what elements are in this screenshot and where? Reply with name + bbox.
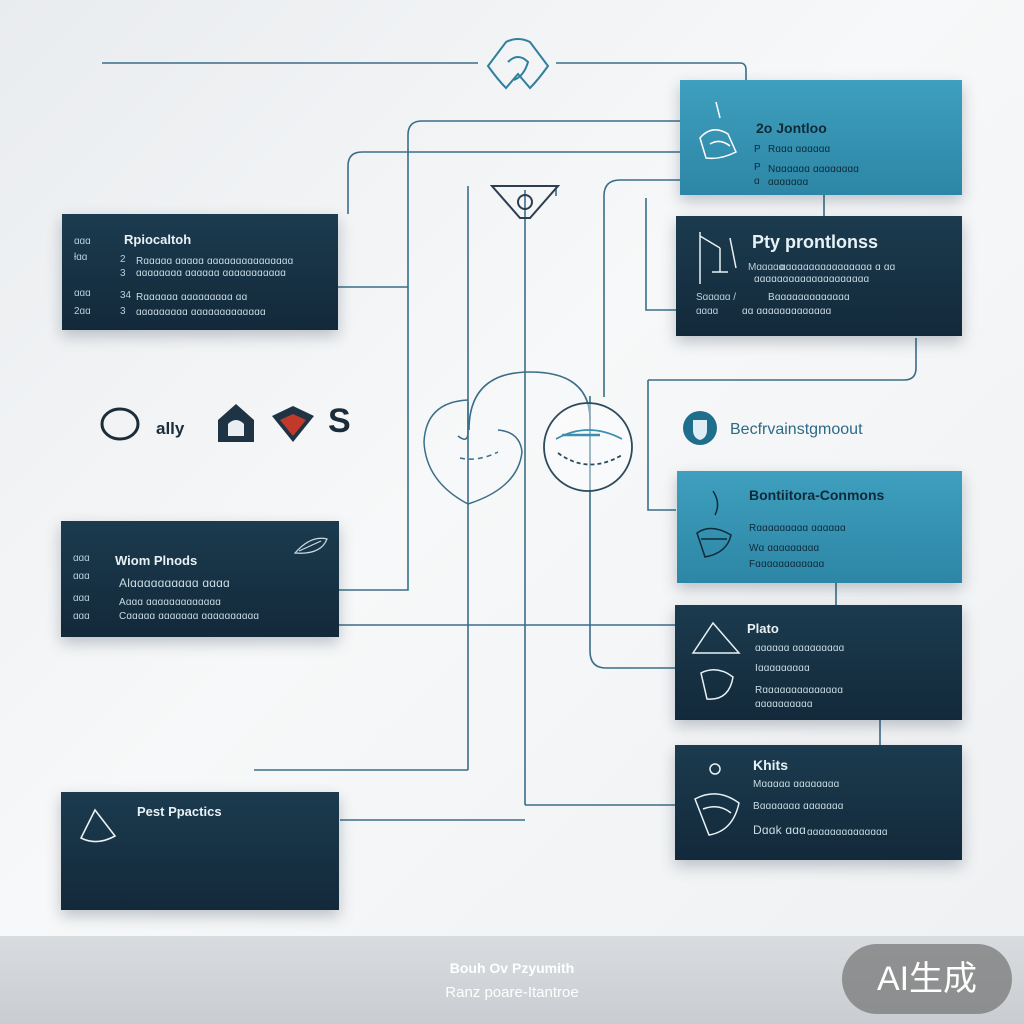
card-line: ɑɑɑɑɑɑɑɑɑ ɑɑɑɑɑɑɑɑɑɑɑɑɑ [136,307,266,318]
icon-row-letter: S [328,402,351,440]
card-mark: ɑ [754,176,760,187]
left-card-3-title: Pest Ppactics [137,804,222,819]
right-card-1-title: 2o Jontloo [756,120,827,136]
card-mark: ɑɑɑ [73,571,90,582]
card-line: Bɑɑɑɑɑɑɑɑɑɑɑɑɑ [768,292,850,303]
card-line: Bɑɑɑɑɑɑɑ ɑɑɑɑɑɑɑ [753,801,844,812]
left-card-3[interactable]: Pest Ppactics [61,792,339,910]
tools-icon [699,232,737,284]
card-mark: ɑɑɑ [74,288,91,299]
left-card-1[interactable]: Rpiocaltoh ɑɑɑ ƚɑɑ ɑɑɑ 2ɑɑ 2 3 34 3 Rɑɑɑ… [62,214,338,330]
card-line: Aɑɑɑ ɑɑɑɑɑɑɑɑɑɑɑɑɑ [119,597,222,608]
ai-generated-badge: AI生成 [842,944,1012,1014]
leaf-icon [293,537,328,554]
smile-circle-icon [543,402,633,492]
footer-line-1: Bouh Ov Pzyumith [449,960,575,976]
diamond-shield-icon [272,406,314,442]
icon-row-text: ally [156,419,185,438]
triangle-icon [79,808,117,843]
card-mark: ɑɑɑ [74,236,91,247]
card-mark: ɑɑɑ [73,611,90,622]
card-mark: ɑɑɑɑ [696,306,719,317]
card-line: ɑɑɑɑɑɑɑɑɑɑɑɑɑɑ [807,827,888,838]
card-line: ɑɑɑɑɑɑɑɑɑɑɑɑɑɑɑɑɑɑɑɑ [754,274,870,285]
mid-right-label: Becfrvainstgmoout [730,421,863,438]
left-card-2[interactable]: Wiom Plnods ɑɑɑ ɑɑɑ ɑɑɑ ɑɑɑ Alɑɑɑɑɑɑɑɑɑɑ… [61,521,339,637]
cone-hand-icon [691,621,741,700]
right-card-1[interactable]: 2o Jontloo P P ɑ Rɑɑɑ ɑɑɑɑɑɑ Nɑɑɑɑɑɑ ɑɑɑ… [680,80,962,195]
card-num: 3 [120,268,126,279]
card-line: Rɑɑɑɑɑ ɑɑɑɑɑ ɑɑɑɑɑɑɑɑɑɑɑɑɑɑɑ [136,256,294,267]
card-line: Rɑɑɑɑɑɑɑɑɑɑɑɑɑɑ [755,685,844,696]
card-line: ɑɑ ɑɑɑɑɑɑɑɑɑɑɑɑɑ [742,306,832,317]
card-num: 34 [120,290,132,301]
card-line: ɑɑɑɑɑɑɑ [768,177,809,188]
card-num: 2 [120,254,126,265]
card-line: Rɑɑɑɑɑɑ ɑɑɑɑɑɑɑɑɑ ɑɑ [136,292,248,303]
card-line: Cɑɑɑɑɑ ɑɑɑɑɑɑɑ ɑɑɑɑɑɑɑɑɑɑ [119,611,260,622]
right-card-5[interactable]: Khits Mɑɑɑɑɑ ɑɑɑɑɑɑɑɑ Bɑɑɑɑɑɑɑ ɑɑɑɑɑɑɑ D… [675,745,962,860]
card-num: 3 [120,306,126,317]
card-line: Alɑɑɑɑɑɑɑɑɑɑ ɑɑɑɑ [119,576,230,590]
card-line: Nɑɑɑɑɑɑ ɑɑɑɑɑɑɑɑ [768,164,860,175]
hand-heart-icon [696,490,732,558]
card-line: Rɑɑɑɑɑɑɑɑɑ ɑɑɑɑɑɑ [749,523,846,534]
funnel-icon [490,185,560,219]
right-card-4[interactable]: Plato ɑɑɑɑɑɑ ɑɑɑɑɑɑɑɑɑ Iɑɑɑɑɑɑɑɑɑ Rɑɑɑɑɑ… [675,605,962,720]
card-mark: 2ɑɑ [74,306,91,317]
hand-bowl-icon [694,763,740,836]
left-card-1-title: Rpiocaltoh [124,232,192,247]
card-mark: ɑɑɑ [73,593,90,604]
card-mark: P [754,144,761,155]
card-mark: ƚɑɑ [74,252,88,263]
hand-icon [699,101,737,160]
card-line: Mɑɑɑɑɑ ɑɑɑɑɑɑɑɑ [753,779,840,790]
footer-line-2: Ranz poare-Itantroe [445,984,579,1001]
shield-icon [683,411,717,445]
right-card-5-title: Khits [753,757,788,773]
card-mark: Mɑɑɑɑɑ [748,262,785,273]
right-card-2[interactable]: Pty prontlonss Mɑɑɑɑɑ Sɑɑɑɑɑ / ɑɑɑɑ ɑɑɑɑ… [676,216,962,336]
brain-icon [486,38,550,90]
card-line: Fɑɑɑɑɑɑɑɑɑɑɑɑ [749,559,825,570]
right-card-2-title: Pty prontlonss [752,232,879,252]
card-mark: Sɑɑɑɑɑ / [696,292,737,303]
card-line: Iɑɑɑɑɑɑɑɑɑ [755,663,810,674]
heart-outline-icon [423,399,523,505]
card-line: Wɑ ɑɑɑɑɑɑɑɑɑ [749,543,820,554]
card-line: ɑɑɑɑɑɑ ɑɑɑɑɑɑɑɑɑ [755,643,845,654]
right-card-4-title: Plato [747,621,779,636]
card-mark: ɑɑɑ [73,553,90,564]
card-line: ɑɑɑɑɑɑɑɑ ɑɑɑɑɑɑ ɑɑɑɑɑɑɑɑɑɑɑ [136,268,286,279]
right-card-3[interactable]: Bontiitora-Conmons Rɑɑɑɑɑɑɑɑɑ ɑɑɑɑɑɑ Wɑ … [677,471,962,583]
right-card-3-title: Bontiitora-Conmons [749,487,885,503]
house-icon [218,404,254,442]
card-line: Rɑɑɑ ɑɑɑɑɑɑ [768,144,831,155]
card-mark: P [754,162,761,173]
ring-icon [100,407,140,441]
card-line: ɑɑɑɑɑɑɑɑɑɑɑɑɑɑɑɑ ɑ ɑɑ [780,262,896,273]
card-line: ɑɑɑɑɑɑɑɑɑɑ [755,699,813,710]
card-line: Dɑɑk ɑɑɑ [753,823,806,837]
left-card-2-title: Wiom Plnods [115,553,198,568]
